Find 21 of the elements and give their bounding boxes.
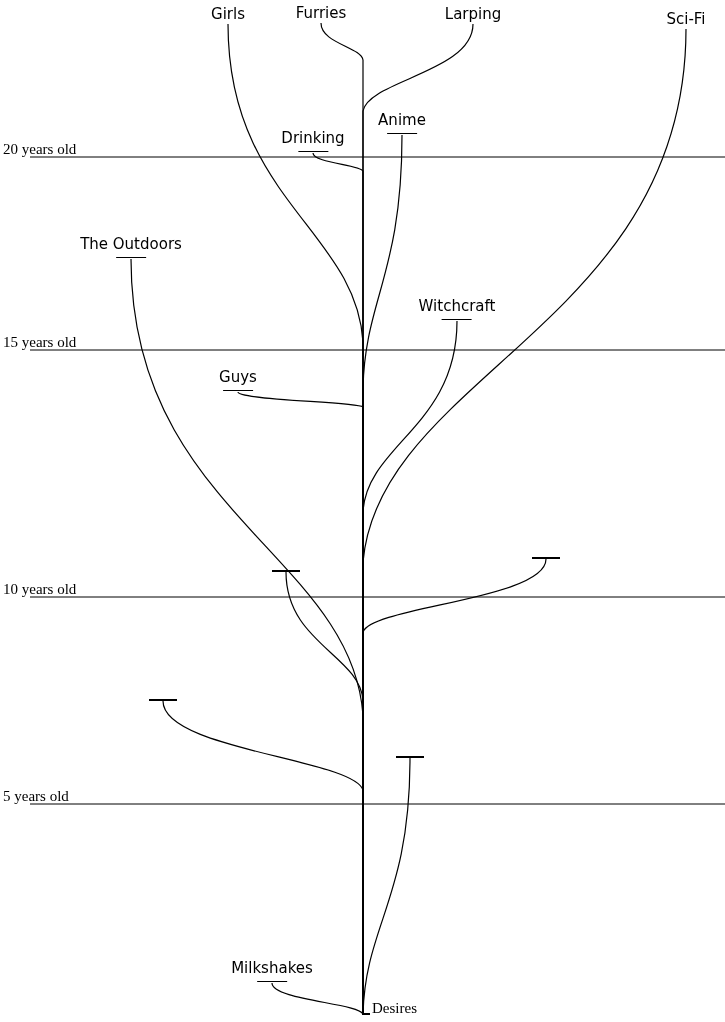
age-label: 20 years old xyxy=(3,140,77,158)
branch-label: Sci-Fi xyxy=(666,9,706,29)
branch-line xyxy=(271,982,371,1015)
age-label: 5 years old xyxy=(3,787,69,805)
branch-label: The Outdoors xyxy=(80,234,182,259)
underline-bar xyxy=(272,570,300,572)
underline-bar xyxy=(532,557,560,559)
branch-label: Milkshakes xyxy=(231,958,313,983)
branch-label: Girls xyxy=(211,4,245,24)
branch-label: Anime xyxy=(378,110,426,135)
branch-line xyxy=(362,757,411,1015)
age-label: 10 years old xyxy=(3,580,77,598)
branch-label: Drinking xyxy=(281,128,345,153)
age-label: 15 years old xyxy=(3,333,77,351)
underline-bar xyxy=(396,756,424,758)
underline-bar xyxy=(149,699,177,701)
root-label: Desires xyxy=(372,998,417,1018)
branch-label: Guys xyxy=(219,367,257,392)
branch-label: Witchcraft xyxy=(418,296,496,321)
branch-label: Larping xyxy=(444,4,502,24)
branch-label: Furries xyxy=(295,3,347,23)
